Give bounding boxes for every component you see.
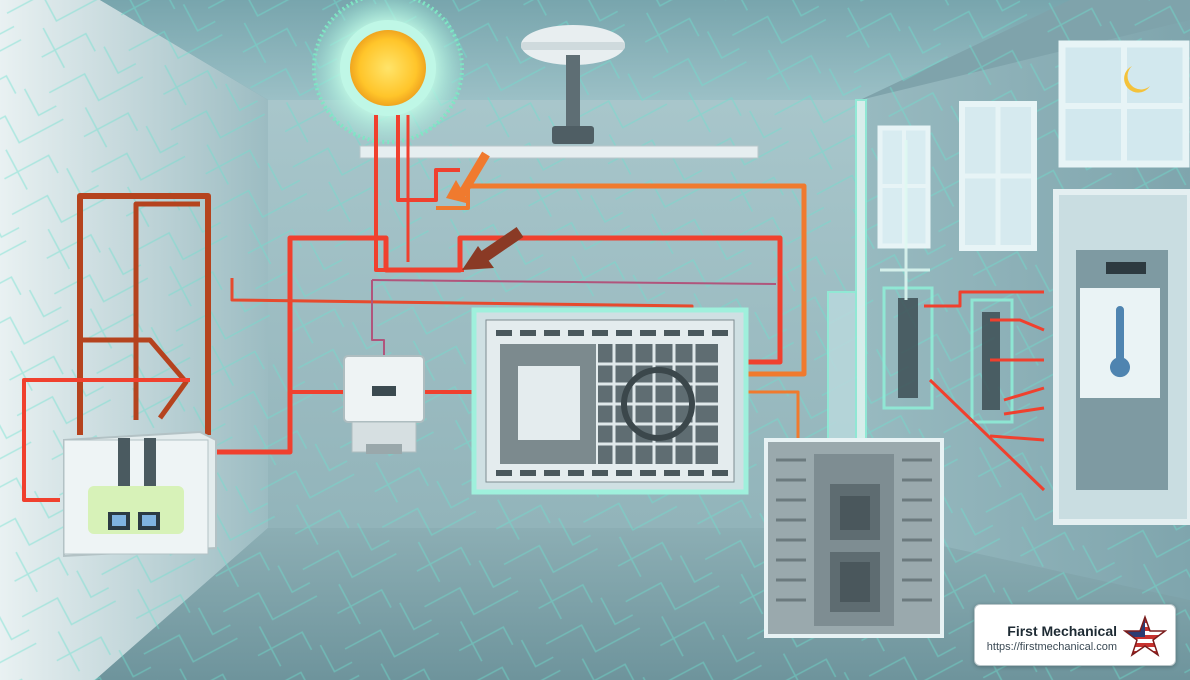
ceiling-shelf <box>359 145 759 159</box>
fan-icon <box>621 367 695 441</box>
window-mid <box>959 101 1037 251</box>
wall-display <box>1053 189 1190 525</box>
brand-url[interactable]: https://firstmechanical.com <box>986 641 1117 653</box>
wiring <box>22 115 1046 502</box>
brand-badge: First Mechanical https://firstmechanical… <box>974 604 1176 666</box>
brand-name: First Mechanical <box>1007 623 1117 639</box>
window-far <box>877 125 931 249</box>
window-near <box>1058 40 1190 168</box>
airflow-arrow-brown <box>462 227 524 270</box>
thermostat-box <box>343 355 425 454</box>
sun-icon <box>312 0 464 144</box>
furnace-unit <box>471 307 749 495</box>
electrical-panel <box>63 430 217 558</box>
ac-condenser-unit <box>764 438 944 638</box>
airflow-arrow-orange <box>446 151 490 204</box>
american-flag-star-icon <box>1123 615 1167 657</box>
moon-icon <box>1124 66 1150 93</box>
thermometer-icon <box>1110 306 1131 378</box>
ceiling-lamp <box>521 25 625 144</box>
